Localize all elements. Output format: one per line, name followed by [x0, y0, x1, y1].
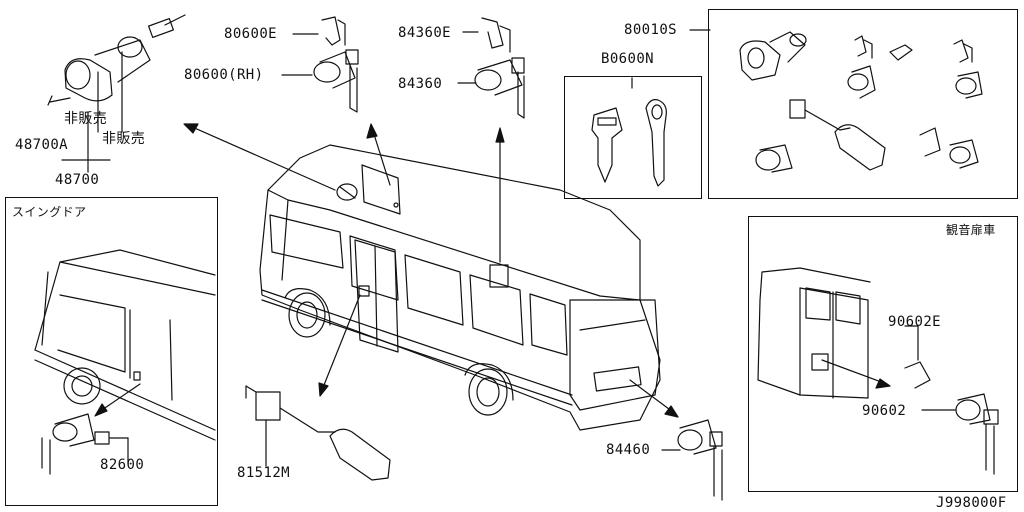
rear-double-door-van-drawing: [757, 267, 999, 475]
label-84460: 84460: [606, 442, 651, 458]
label-81512m: 81512M: [237, 465, 290, 481]
bus-illustration: [259, 144, 661, 431]
lock-set-drawing: [689, 29, 983, 173]
ignition-lock-drawing: [47, 14, 186, 173]
label-80600E: 80600E: [224, 26, 277, 42]
lock-84460-drawing: [661, 419, 723, 501]
label-90602: 90602: [862, 403, 907, 419]
kannon-door-box: [748, 216, 1018, 492]
label-b0600n: B0600N: [601, 51, 654, 67]
label-84360: 84360: [398, 76, 443, 92]
leader-arrows: [94, 123, 891, 418]
label-not-sold-2: 非販売: [102, 131, 146, 147]
door-lock-80600-drawing: [281, 16, 359, 113]
label-48700A: 48700A: [15, 137, 68, 153]
label-48700: 48700: [55, 172, 100, 188]
lock-84360-drawing: [457, 17, 525, 119]
key-blank-box: [564, 76, 702, 199]
swing-door-box: [5, 197, 218, 506]
door-handle-drawing: [245, 385, 391, 481]
label-80010s: 80010S: [624, 22, 677, 38]
label-90602e: 90602E: [888, 314, 941, 330]
label-82600: 82600: [100, 457, 145, 473]
label-80600-rh: 80600(RH): [184, 67, 264, 83]
swing-door-van-drawing: [34, 249, 216, 475]
lock-set-box: [708, 9, 1018, 199]
label-swing-door: スイングドア: [12, 205, 87, 219]
drawing-number: J998000F: [936, 495, 1007, 511]
label-not-sold-1: 非販売: [64, 111, 108, 127]
key-blanks-drawing: [591, 77, 667, 187]
label-84360E: 84360E: [398, 25, 451, 41]
label-kannon-door: 観音扉車: [946, 223, 996, 237]
